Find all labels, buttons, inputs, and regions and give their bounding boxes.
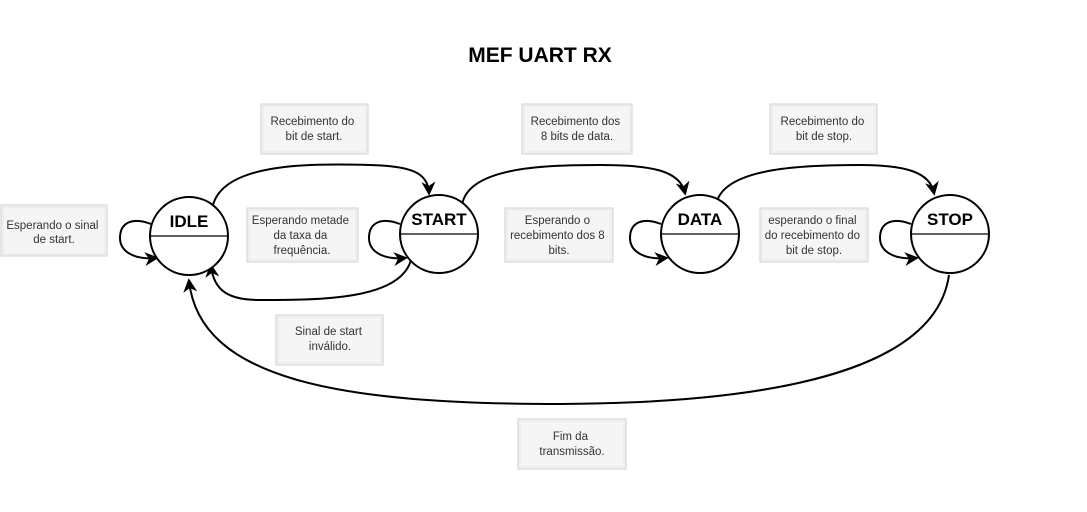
edge-idle-self-loop (118, 219, 159, 267)
edge-start-self-loop (367, 219, 408, 267)
edge-data-self-loop (628, 219, 669, 267)
note-start-to-data: Recebimento dos 8 bits de data. (521, 103, 633, 155)
note-idle-self: Esperando o sinal de start. (0, 204, 108, 257)
edge-stop-self-loop (878, 219, 919, 267)
note-stop-to-idle: Fim da transmissão. (517, 418, 627, 470)
state-stop: STOP (910, 194, 990, 274)
state-data: DATA (660, 194, 740, 274)
svg-text:Recebimento do bit de st: Recebimento do bit de start. (271, 116, 358, 143)
note-data-self: Esperando o recebimento dos 8 bits. (504, 207, 614, 263)
edge-data-to-stop (715, 163, 939, 206)
state-idle: IDLE (149, 196, 229, 276)
svg-text:Esperando o recebimento: Esperando o recebimento dos 8 bits. (510, 215, 608, 257)
edge-start-to-idle (205, 259, 412, 302)
svg-text:Recebimento do bit de st: Recebimento do bit de stop. (781, 116, 868, 143)
note-start-to-idle: Sinal de start inválido. (275, 314, 384, 366)
note-data-to-stop: Recebimento do bit de stop. (769, 103, 878, 155)
state-start: START (399, 194, 479, 274)
edge-idle-to-start (212, 163, 436, 206)
state-data-label: DATA (678, 210, 723, 229)
svg-text:Esperando o sinal de sta: Esperando o sinal de start. (6, 220, 101, 246)
note-idle-to-start: Recebimento do bit de start. (260, 103, 369, 155)
svg-text:Fim da transmissão.: Fim da transmissão. (539, 431, 604, 458)
state-stop-label: STOP (927, 210, 973, 229)
edge-start-to-data (461, 163, 690, 206)
svg-text:Recebimento dos 8 bits d: Recebimento dos 8 bits de data. (531, 116, 624, 143)
note-start-self: Esperando metade da taxa da frequência. (246, 207, 359, 263)
state-start-label: START (411, 210, 467, 229)
note-stop-self: esperando o final do recebimento do bit … (759, 207, 869, 263)
state-idle-label: IDLE (170, 212, 209, 231)
svg-text:Sinal de start inválido.: Sinal de start inválido. (295, 326, 365, 353)
svg-text:Esperando metade da taxa: Esperando metade da taxa da frequência. (252, 215, 352, 257)
svg-text:esperando o final do rec: esperando o final do recebimento do bit … (765, 215, 863, 257)
edge-stop-to-idle (183, 274, 950, 406)
diagram-title: MEF UART RX (468, 44, 612, 67)
